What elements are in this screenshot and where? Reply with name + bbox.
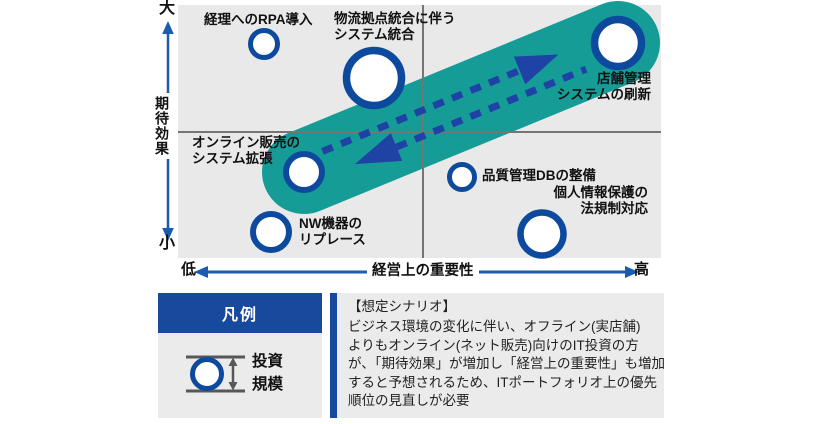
bubble-rpa-label: 経理へのRPA導入 [204, 12, 313, 27]
bubble-store-label: 店舗管理 システムの刷新 [556, 71, 651, 102]
scenario-background [337, 293, 664, 418]
bubble-privacy [517, 209, 567, 259]
bubble-quality-label: 品質管理DBの整備 [482, 168, 596, 183]
bubble-online [283, 151, 325, 193]
scenario-title: 【想定シナリオ】 [348, 299, 456, 314]
bubble-logistics [342, 46, 406, 110]
y-axis-label: 期待効果 [154, 93, 170, 159]
bubble-privacy-label: 個人情報保護の 法規制対応 [553, 185, 649, 216]
y-axis-min-label: 小 [159, 235, 176, 252]
trend-arrow-back-head-icon [354, 133, 403, 165]
legend-body [158, 333, 322, 418]
legend-size-label: 投資 規模 [252, 353, 284, 393]
scenario-body: ビジネス環境の変化に伴い、オフライン(実店舗) よりもオンライン(ネット販売)向… [348, 319, 665, 409]
trend-arrow-forward-head-icon [513, 54, 559, 85]
legend-header: 凡例 [158, 293, 322, 333]
trend-arrow-forward-line [321, 67, 521, 155]
legend-title: 凡例 [221, 307, 258, 324]
bubble-store [590, 15, 646, 71]
legend-size-lines [186, 355, 245, 393]
legend-bubble-icon [190, 357, 224, 391]
x-axis-label: 経営上の重要性 [367, 263, 479, 279]
y-axis-max-label: 大 [159, 0, 176, 17]
bubble-nw-label: NW機器の リプレース [299, 216, 366, 247]
bubble-nw [250, 211, 292, 253]
bubble-quality [447, 162, 477, 192]
legend-box: 凡例 [158, 293, 322, 418]
x-axis-max-label: 高 [634, 261, 650, 278]
bubble-logistics-label: 物流拠点統合に伴う システム統合 [334, 11, 456, 42]
trend-band [262, 1, 660, 214]
scenario-box [330, 293, 664, 418]
bubble-online-label: オンライン販売の システム拡張 [192, 135, 300, 166]
trend-arrow-back-line [395, 65, 588, 151]
scenario-accent-bar [330, 293, 337, 418]
x-axis-min-label: 低 [181, 261, 197, 278]
bubble-rpa [248, 28, 280, 60]
legend-size-arrow-icon [228, 357, 238, 391]
